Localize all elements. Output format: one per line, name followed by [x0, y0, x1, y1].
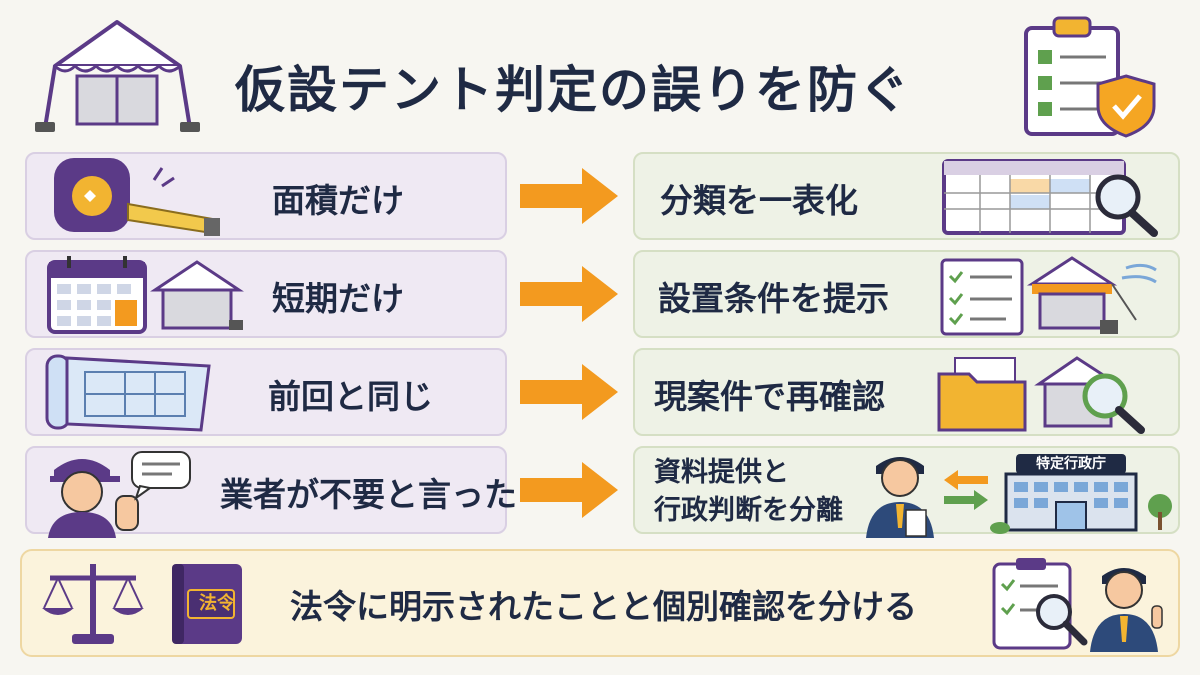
tent-icon — [35, 20, 200, 132]
row-4-right-label-line2: 行政判断を分離 — [654, 495, 843, 526]
page-title: 仮設テント判定の誤りを防ぐ — [235, 61, 911, 119]
row-3-left-label: 前回と同じ — [268, 377, 433, 416]
folder-tent-magnifier-icon — [937, 356, 1145, 434]
row-2-right-label: 設置条件を提示 — [658, 279, 889, 318]
row-1-left-label: 面積だけ — [272, 181, 404, 220]
blueprint-icon — [45, 354, 211, 432]
clipboard-magnifier-official-icon — [992, 558, 1163, 652]
scales-icon — [42, 564, 144, 644]
law-book-label: 法令 — [199, 593, 235, 614]
row-4-right-label-line1: 資料提供と — [654, 457, 789, 488]
exchange-arrows-icon — [944, 470, 988, 510]
law-book-icon — [172, 564, 242, 644]
spreadsheet-magnifier-icon — [942, 159, 1158, 237]
clipboard-shield-icon — [1024, 16, 1156, 138]
arrow-right-icon — [520, 266, 618, 322]
tape-measure-icon — [54, 158, 220, 236]
checklist-tent-wind-icon — [940, 256, 1157, 336]
arrow-right-icon — [520, 364, 618, 420]
arrow-right-icon — [520, 168, 618, 224]
summary-text: 法令に明示されたことと個別確認を分ける — [290, 587, 917, 626]
official-icon — [866, 457, 934, 538]
row-4-left-label: 業者が不要と言った — [220, 475, 517, 514]
row-1-right-label: 分類を一表化 — [660, 181, 858, 220]
calendar-tent-icon — [47, 256, 244, 334]
arrow-right-icon — [520, 462, 618, 518]
worker-speech-icon — [48, 451, 191, 538]
row-3-right-label: 現案件で再確認 — [654, 377, 885, 416]
building-sign: 特定行政庁 — [1036, 456, 1106, 472]
government-building-icon — [990, 454, 1172, 534]
row-2-left-label: 短期だけ — [272, 279, 404, 318]
